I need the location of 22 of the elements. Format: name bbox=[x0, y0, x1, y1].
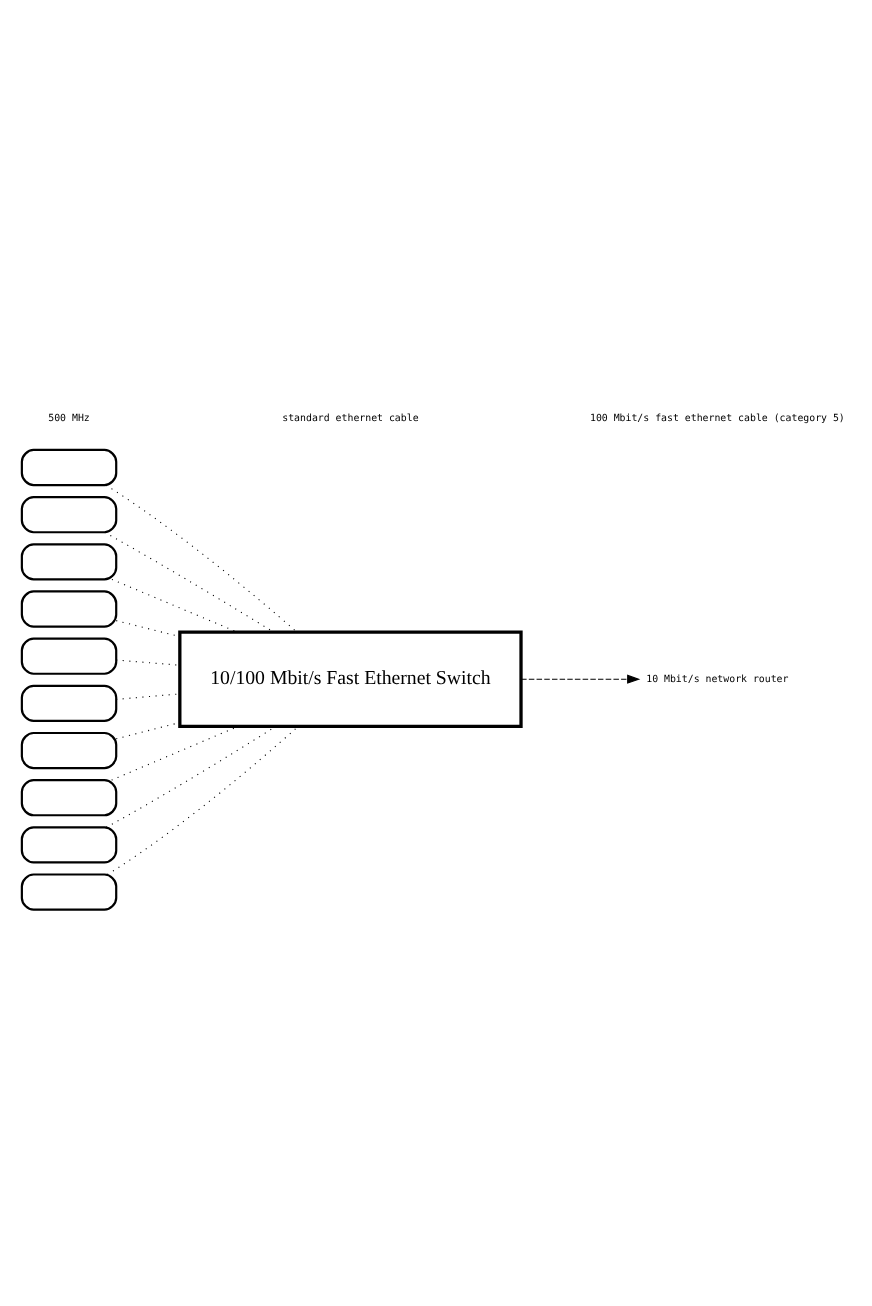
node-box bbox=[20, 636, 118, 674]
node-box bbox=[20, 730, 118, 769]
connector bbox=[106, 724, 299, 874]
node-box bbox=[20, 495, 118, 533]
node-box bbox=[20, 683, 118, 721]
connector bbox=[115, 692, 181, 699]
connector bbox=[115, 619, 181, 637]
node-box bbox=[20, 447, 118, 486]
node-box bbox=[20, 872, 118, 910]
node-box bbox=[20, 542, 118, 580]
node-box bbox=[20, 825, 118, 863]
connector bbox=[115, 721, 181, 739]
connector bbox=[103, 530, 274, 632]
connector bbox=[111, 725, 239, 780]
connector bbox=[105, 724, 277, 827]
node-box bbox=[20, 778, 118, 816]
connector bbox=[105, 483, 298, 632]
connector bbox=[115, 658, 181, 665]
arrow bbox=[520, 673, 641, 683]
node-box: 10/100 Mbit/s Fast Ethernet Switch bbox=[178, 629, 523, 728]
connector bbox=[111, 577, 238, 632]
node-box bbox=[20, 589, 118, 627]
